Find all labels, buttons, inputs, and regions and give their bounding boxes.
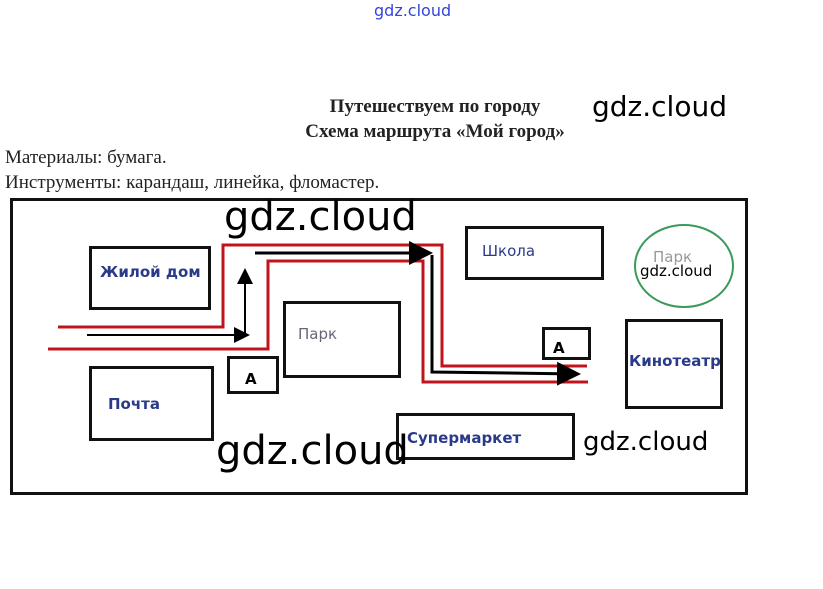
route-red-outer <box>58 243 587 368</box>
stop-label-2: А <box>553 339 565 357</box>
stop-box-1 <box>227 356 279 394</box>
school-box <box>465 226 604 280</box>
park-box <box>283 301 401 378</box>
stop-box-2 <box>542 327 591 360</box>
route-red-inner <box>48 259 588 384</box>
park2-label: Парк <box>653 248 693 266</box>
watermark: gdz.cloud <box>583 427 709 457</box>
park-circle <box>634 224 734 308</box>
supermarket-box <box>396 413 575 460</box>
page-subtitle: Схема маршрута «Мой город» <box>305 121 565 142</box>
cinema-label: Кинотеатр <box>629 352 721 370</box>
park-label: Парк <box>298 325 338 343</box>
tools-text: Инструменты: карандаш, линейка, фломасте… <box>5 172 380 193</box>
cinema-box <box>625 319 723 409</box>
watermark: gdz.cloud <box>224 194 417 240</box>
stop-label-1: А <box>245 370 257 388</box>
school-label: Школа <box>482 242 536 260</box>
home-box <box>89 246 211 310</box>
watermark: gdz.cloud <box>592 90 727 123</box>
supermarket-label: Супермаркет <box>407 429 522 447</box>
watermark-top: gdz.cloud <box>374 1 452 20</box>
watermark: gdz.cloud <box>216 428 409 474</box>
post-label: Почта <box>108 395 160 413</box>
map-frame <box>10 198 748 495</box>
post-box <box>89 366 214 441</box>
home-label: Жилой дом <box>100 263 201 281</box>
materials-text: Материалы: бумага. <box>5 147 167 168</box>
route-black-4 <box>430 255 581 386</box>
page-title: Путешествуем по городу <box>329 96 541 117</box>
watermark: gdz.cloud <box>640 262 713 280</box>
